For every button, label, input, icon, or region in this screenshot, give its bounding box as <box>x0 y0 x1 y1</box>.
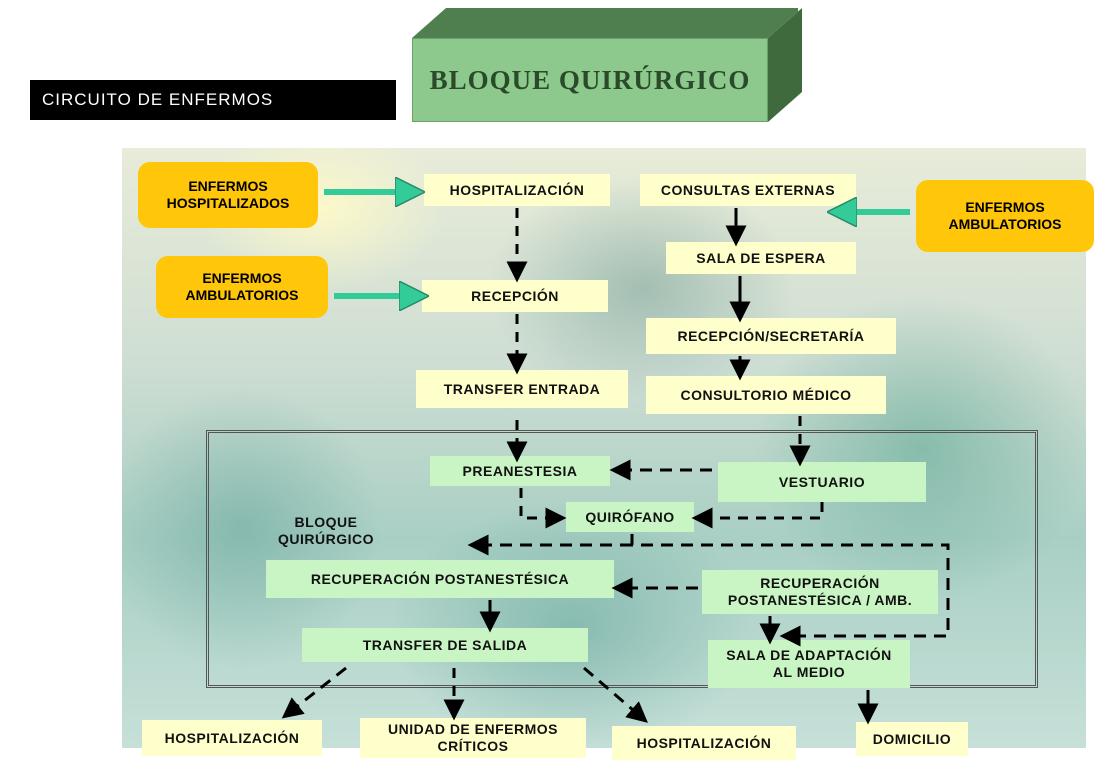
source-ambulatory-patients-left: ENFERMOS AMBULATORIOS <box>156 256 328 318</box>
arrow-exit-to-hospitalization-1 <box>281 666 347 719</box>
node-outpatient-consultations: CONSULTAS EXTERNAS <box>640 174 856 206</box>
arrow-changing-to-or <box>691 502 824 529</box>
source-hospitalized-patients: ENFERMOS HOSPITALIZADOS <box>138 162 318 228</box>
title-block-top <box>412 8 798 38</box>
node-changing-room: VESTUARIO <box>718 462 926 502</box>
node-transfer-exit: TRANSFER DE SALIDA <box>302 628 588 662</box>
node-operating-room: QUIRÓFANO <box>566 502 694 532</box>
title-block: BLOQUE QUIRÚRGICO <box>412 8 802 122</box>
surgical-block-label: BLOQUE QUIRÚRGICO <box>278 514 374 547</box>
destination-home: DOMICILIO <box>856 722 968 756</box>
node-transfer-entry: TRANSFER ENTRADA <box>416 370 628 408</box>
node-doctor-office: CONSULTORIO MÉDICO <box>646 376 886 414</box>
node-hospitalization: HOSPITALIZACIÓN <box>424 174 610 206</box>
node-postanesthesia-recovery: RECUPERACIÓN POSTANESTÉSICA <box>266 560 614 598</box>
source-ambulatory-patients-right: ENFERMOS AMBULATORIOS <box>916 180 1094 252</box>
node-reception-secretary: RECEPCIÓN/SECRETARÍA <box>646 318 896 354</box>
arrow-preanesthesia-to-or <box>519 488 567 529</box>
destination-hospitalization-2: HOSPITALIZACIÓN <box>612 726 796 760</box>
node-reception: RECEPCIÓN <box>422 280 608 312</box>
surgical-block-frame <box>206 430 1038 688</box>
node-adaptation-room: SALA DE ADAPTACIÓN AL MEDIO <box>708 640 910 688</box>
page-title: BLOQUE QUIRÚRGICO <box>412 38 768 122</box>
destination-hospitalization-1: HOSPITALIZACIÓN <box>142 720 322 756</box>
title-block-side <box>768 8 802 122</box>
page-subtitle: CIRCUITO DE ENFERMOS <box>30 80 396 120</box>
node-preanesthesia: PREANESTESIA <box>430 456 610 486</box>
node-waiting-room: SALA DE ESPERA <box>666 242 856 274</box>
arrow-or-dashed-loop <box>630 534 950 647</box>
arrow-exit-to-hospitalization-2 <box>583 666 648 723</box>
destination-critical-care-unit: UNIDAD DE ENFERMOS CRÍTICOS <box>360 718 586 758</box>
node-postanesthesia-recovery-ambulatory: RECUPERACIÓN POSTANESTÉSICA / AMB. <box>702 570 938 614</box>
